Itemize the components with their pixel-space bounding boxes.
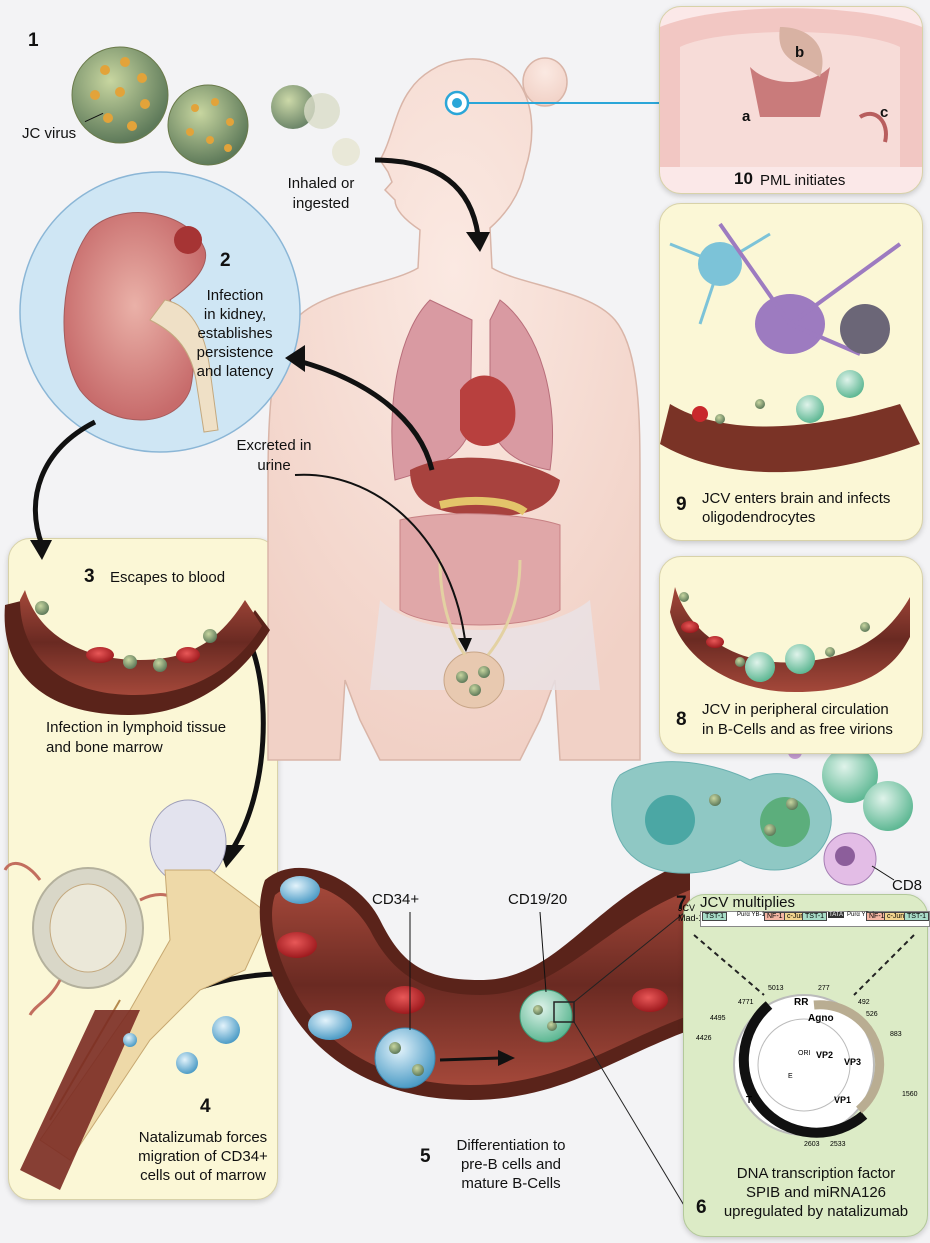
tick-526: 526	[866, 1011, 878, 1018]
step-7-number: 7	[676, 893, 687, 915]
step-3-sub2: and bone marrow	[46, 738, 163, 757]
vp3-label: VP3	[844, 1057, 861, 1067]
step-2-line5: and latency	[190, 362, 280, 381]
brain-lesion-b-label: b	[795, 43, 804, 62]
step-9-line2: oligodendrocytes	[702, 508, 815, 527]
step-8-line2: in B-Cells and as free virions	[702, 720, 893, 739]
agno-label: Agno	[808, 1013, 834, 1024]
tick-883: 883	[890, 1031, 902, 1038]
tick-5013: 5013	[768, 985, 784, 992]
vp1-label: VP1	[834, 1095, 851, 1105]
step-4-line1: Natalizumab forces	[118, 1128, 288, 1147]
brain-section-illustration	[660, 7, 922, 167]
step-1-number: 1	[28, 30, 39, 52]
jcv-multiplies-cells	[612, 745, 913, 885]
step-4-number: 4	[200, 1096, 211, 1118]
step-6-line2: SPIB and miRNA126	[708, 1183, 924, 1202]
step-5-number: 5	[420, 1146, 431, 1168]
tick-4771: 4771	[738, 999, 754, 1006]
t-antigen-label: T	[746, 1095, 752, 1106]
e-label: E	[788, 1073, 793, 1080]
step-2-line4: persistence	[190, 343, 280, 362]
tick-277: 277	[818, 985, 830, 992]
step-9-number: 9	[676, 494, 687, 516]
tick-2533: 2533	[830, 1141, 846, 1148]
step-3-sub1: Infection in lymphoid tissue	[46, 718, 226, 737]
panel-pml-initiates: 10 PML initiates a b c	[659, 6, 923, 194]
step-2-number: 2	[220, 250, 231, 272]
excreted-line1: Excreted in	[224, 436, 324, 455]
vp2-label: VP2	[816, 1050, 833, 1060]
jc-virus-particles	[72, 47, 360, 166]
step-7-label: JCV multiplies	[700, 893, 795, 912]
step-5-line1: Differentiation to	[436, 1136, 586, 1155]
panel-jcv-peripheral: 8 JCV in peripheral circulation in B-Cel…	[659, 556, 923, 754]
step-5-line2: pre-B cells and	[436, 1155, 586, 1174]
step-10-number: 10	[734, 169, 753, 189]
step-4-line2: migration of CD34+	[118, 1147, 288, 1166]
rr-label: RR	[794, 997, 808, 1008]
step-3-label: Escapes to blood	[110, 568, 225, 587]
step-9-line1: JCV enters brain and infects	[702, 489, 890, 508]
jc-virus-label: JC virus	[22, 124, 76, 143]
peripheral-vessel-illustration	[660, 557, 922, 697]
excreted-line2: urine	[224, 456, 324, 475]
ori-label: ORI	[798, 1050, 810, 1057]
tick-492: 492	[858, 999, 870, 1006]
tick-2603: 2603	[804, 1141, 820, 1148]
step-2-line1: Infection	[190, 286, 280, 305]
cd19-label: CD19/20	[508, 890, 567, 909]
step-6-line1: DNA transcription factor	[708, 1164, 924, 1183]
tick-4495: 4495	[710, 1015, 726, 1022]
cd8-label: CD8	[892, 876, 922, 895]
cd34-label: CD34+	[372, 890, 419, 909]
step-4-line3: cells out of marrow	[118, 1166, 288, 1185]
inhaled-line2: ingested	[276, 194, 366, 213]
step-10-label: PML initiates	[760, 171, 845, 190]
step-2-line3: establishes	[190, 324, 280, 343]
tick-4426: 4426	[696, 1035, 712, 1042]
brain-cells-illustration	[660, 204, 922, 484]
step-2-line2: in kidney,	[190, 305, 280, 324]
tick-1560: 1560	[902, 1091, 918, 1098]
panel-jcv-enters-brain: 9 JCV enters brain and infects oligodend…	[659, 203, 923, 541]
step-3-number: 3	[84, 566, 95, 588]
vessel-step3	[5, 590, 270, 715]
step-6-number: 6	[696, 1197, 707, 1219]
step-8-number: 8	[676, 709, 687, 731]
step-5-line3: mature B-Cells	[436, 1174, 586, 1193]
step-8-line1: JCV in peripheral circulation	[702, 700, 889, 719]
brain-lesion-c-label: c	[880, 103, 888, 122]
panel-dna-transcription: JCV Mad-1 TST-1 Purα YB-1 NF-1 c-Jun TST…	[683, 894, 928, 1237]
step-6-line3: upregulated by natalizumab	[708, 1202, 924, 1221]
brain-lesion-a-label: a	[742, 107, 750, 126]
inhaled-line1: Inhaled or	[276, 174, 366, 193]
